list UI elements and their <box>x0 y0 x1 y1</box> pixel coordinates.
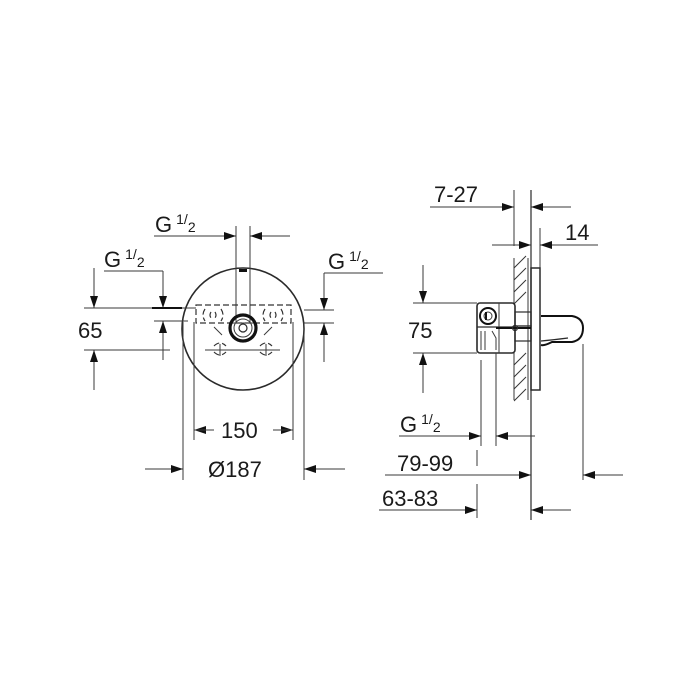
dim-width-150: 150 <box>221 418 258 443</box>
dim-diameter-187: Ø187 <box>208 457 262 482</box>
top-mark <box>239 269 247 272</box>
left-port-hidden <box>202 308 227 356</box>
cover-plate-side <box>530 267 541 391</box>
dim-total-79-99: 79-99 <box>397 451 453 476</box>
dim-height-65: 65 <box>78 318 102 343</box>
valve-body-side <box>476 302 532 354</box>
right-port-hidden <box>259 308 284 356</box>
lever-handle <box>540 315 585 347</box>
dim-plate-14: 14 <box>565 220 589 245</box>
cover-plate-outline <box>181 267 305 391</box>
dim-body-63-83: 63-83 <box>382 486 438 511</box>
dim-wall-depth: 7-27 <box>434 182 478 207</box>
spindle-ring-icon <box>228 313 258 343</box>
valve-body-hidden-outline <box>195 304 292 324</box>
wall-hatch <box>513 255 527 402</box>
dim-height-75: 75 <box>408 318 432 343</box>
